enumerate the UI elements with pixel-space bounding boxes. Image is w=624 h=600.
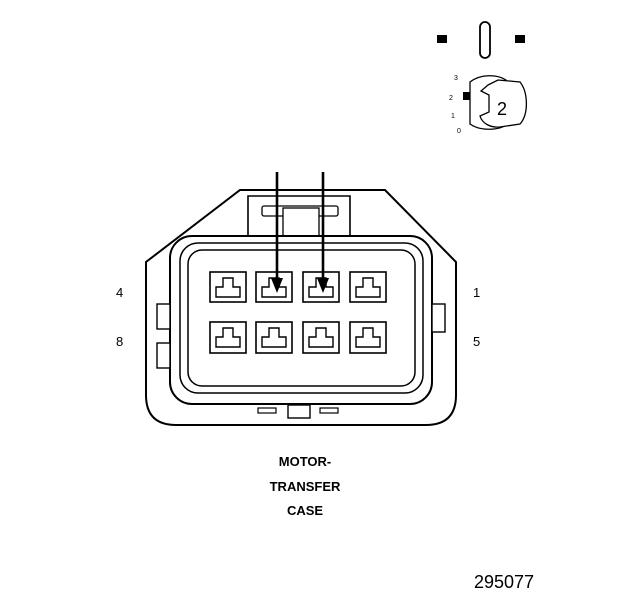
lock-position-marker [463,92,470,100]
lock-slot [479,21,491,59]
lock-indicator: 3 2 1 0 2 [437,21,528,135]
bottom-vent-left [257,407,277,414]
connector-inner-frame [179,242,424,394]
cavity-pin-3 [255,271,293,303]
reference-id: 295077 [474,572,535,592]
connector-body [145,189,457,426]
bottom-vent-center [287,404,311,419]
cavity-pin-7 [255,321,293,354]
pin-label-4: 4 [116,285,124,300]
probe-arrow-pin-2-head [317,278,329,293]
side-key-right [431,303,446,333]
caption-line-3: CASE [286,503,324,518]
lock-right-square [515,35,525,43]
side-key-left-upper [156,303,171,330]
lock-key-front [479,79,528,128]
caption-line-1: MOTOR- [278,454,332,469]
side-key-left-lower [156,342,171,369]
lock-pos-2: 2 [449,95,453,102]
lock-selected-number: 2 [497,99,507,119]
cavity-pin-5 [349,321,387,354]
cavity-pin-1 [349,271,387,303]
connector-inner-frame-outer [169,235,433,405]
cavity-pin-8 [209,321,247,354]
probe-arrow-pin-3-head [271,278,283,293]
probe-arrows [271,172,329,293]
bottom-vent-right [319,407,339,414]
terminal-cavities [209,271,387,354]
caption-line-2: TRANSFER [269,479,341,494]
cavity-pin-4 [209,271,247,303]
pin-label-8: 8 [116,334,124,349]
lock-pos-0: 0 [457,128,461,135]
lock-left-square [437,35,447,43]
cavity-pin-6 [302,321,340,354]
lock-pos-1: 1 [451,113,455,120]
connector-cavity-field [187,249,416,387]
pin-label-1: 1 [473,285,481,300]
pin-label-5: 5 [473,334,481,349]
lock-pos-3: 3 [454,75,458,82]
